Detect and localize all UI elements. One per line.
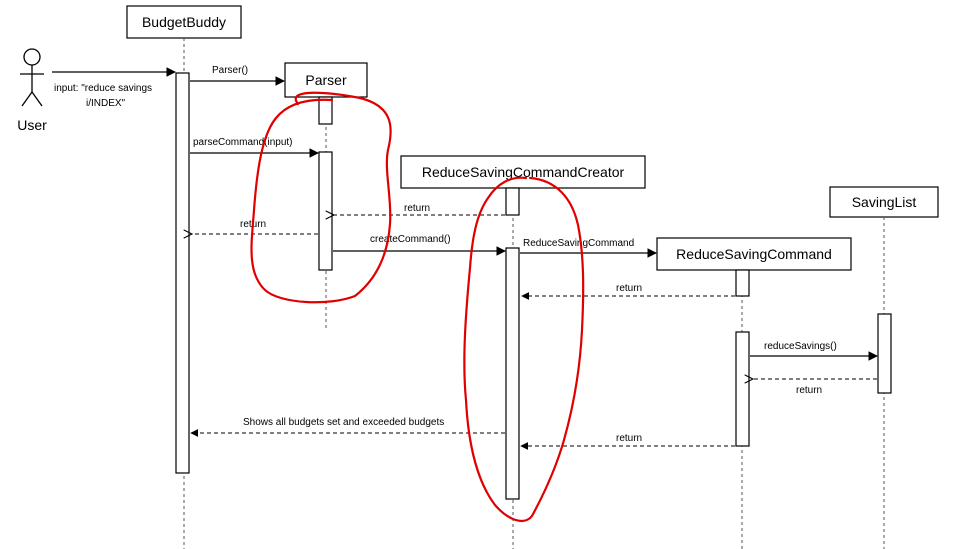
message-label: return xyxy=(404,203,430,214)
participant-box xyxy=(400,155,646,189)
message-parse-command: parseCommand(input) xyxy=(190,137,319,158)
participant-label: ReduceSavingCommand xyxy=(676,246,832,262)
message-return-final: return xyxy=(520,433,735,450)
activation-command-ctor xyxy=(735,269,750,297)
message-label: return xyxy=(796,385,822,396)
participant-box xyxy=(126,5,242,39)
message-parser-ctor: Parser() xyxy=(190,65,285,86)
activation-budgetbuddy xyxy=(175,72,190,474)
message-label: reduceSavings() xyxy=(764,341,837,352)
participant-label: ReduceSavingCommandCreator xyxy=(422,164,625,180)
activation-bars xyxy=(175,72,892,500)
message-label-line2: i/INDEX" xyxy=(86,98,126,109)
participant-box xyxy=(656,237,852,271)
participant-savinglist: SavingList xyxy=(829,186,939,218)
annotation-circle-parser xyxy=(250,91,392,304)
activation-creator-create xyxy=(505,247,520,500)
participant-reducesavingcommand: ReduceSavingCommand xyxy=(656,237,852,271)
message-label: createCommand() xyxy=(370,234,451,245)
message-label: Shows all budgets set and exceeded budge… xyxy=(243,417,444,428)
message-return-creator-to-parser: return xyxy=(334,203,505,215)
message-label: return xyxy=(616,433,642,444)
participant-label: Parser xyxy=(305,72,347,88)
message-return-parser-to-bb: return xyxy=(192,219,318,234)
participant-parser: Parser xyxy=(284,62,368,98)
message-reduce-savings: reduceSavings() xyxy=(750,341,878,361)
activation-creator-ctor xyxy=(505,187,520,216)
message-return-savinglist: return xyxy=(753,379,877,396)
annotations xyxy=(250,91,585,522)
activation-parser-parse xyxy=(318,151,333,271)
participant-box xyxy=(829,186,939,218)
actor-leg-right xyxy=(31,91,43,107)
participant-reducesavingcommandcreator: ReduceSavingCommandCreator xyxy=(400,155,646,189)
activation-command-exec xyxy=(735,331,750,447)
lifelines xyxy=(183,38,885,549)
actor-user: User xyxy=(17,48,47,133)
participant-budgetbuddy: BudgetBuddy xyxy=(126,5,242,39)
message-label: parseCommand(input) xyxy=(193,137,293,148)
message-return-command-to-creator: return xyxy=(521,283,735,300)
participant-box xyxy=(284,62,368,98)
message-shows-all: Shows all budgets set and exceeded budge… xyxy=(190,417,505,437)
participant-label: BudgetBuddy xyxy=(142,14,226,30)
message-label-line1: input: "reduce savings xyxy=(54,83,152,94)
message-label: Parser() xyxy=(212,65,248,76)
actor-head xyxy=(23,48,41,66)
message-label: return xyxy=(616,283,642,294)
actor-leg-left xyxy=(21,91,33,107)
actor-label: User xyxy=(17,117,47,133)
message-reduce-saving-command: ReduceSavingCommand xyxy=(520,238,657,258)
annotation-circle-creator xyxy=(463,176,585,522)
message-label: ReduceSavingCommand xyxy=(523,238,634,249)
activation-savinglist xyxy=(877,313,892,394)
participant-label: SavingList xyxy=(852,194,917,210)
activation-parser-ctor xyxy=(318,96,333,125)
message-input: input: "reduce savings i/INDEX" xyxy=(52,67,176,109)
message-create-command: createCommand() xyxy=(333,234,506,256)
